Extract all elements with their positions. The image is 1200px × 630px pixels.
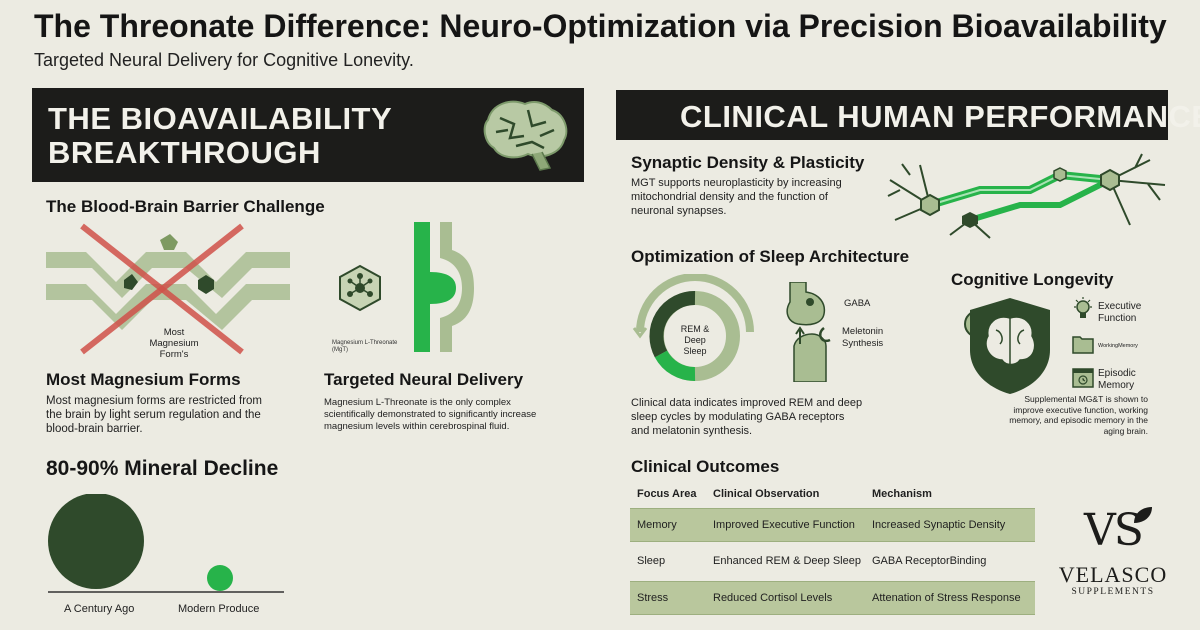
longevity-text: Supplemental MG&T is shown to improve ex…	[1009, 394, 1148, 436]
most-forms-text: Most magnesium forms are restricted from…	[46, 395, 263, 435]
longevity-heading: Cognitive Longevity	[951, 270, 1114, 289]
brand-monogram: VS	[1084, 505, 1144, 556]
table-row: Sleep Enhanced REM & Deep Sleep GABA Rec…	[630, 545, 1035, 579]
table-cell: Stress	[637, 592, 669, 604]
clinical-banner: CLINICAL HUMAN PERFORMANCE	[616, 90, 1200, 140]
table-cell: Improved Executive Function	[713, 519, 855, 531]
banner-line-1: THE BIOAVAILABILITY	[48, 101, 393, 136]
mgt-label: Magnesium L-Threonate (MgT)	[332, 340, 397, 354]
page-title: The Threonate Difference: Neuro-Optimiza…	[34, 8, 1167, 44]
bbb-heading: The Blood-Brain Barrier Challenge	[46, 197, 325, 216]
mgt-label-1: Magnesium L-Threonate	[332, 340, 398, 346]
table-cell: Reduced Cortisol Levels	[713, 592, 833, 604]
table-row: Stress Reduced Cortisol Levels Attenatio…	[630, 581, 1035, 615]
modern-produce-circle	[207, 565, 233, 591]
lightbulb-icon	[1074, 297, 1092, 318]
sleep-ring-label: REM & Deep Sleep	[672, 324, 718, 357]
meletonin-label: Meletonin Synthesis	[842, 326, 883, 350]
exec-label-1: Executive	[1098, 301, 1142, 312]
folder-icon	[1072, 336, 1094, 354]
brain-icon	[483, 100, 568, 171]
brand-tagline: SUPPLEMENTS	[1071, 587, 1155, 597]
most-forms-heading: Most Magnesium Forms	[46, 370, 241, 389]
table-cell: Enhanced REM & Deep Sleep	[713, 555, 861, 567]
table-cell: GABA ReceptorBinding	[872, 555, 987, 567]
synaptic-text: MGT supports neuroplasticity by increasi…	[631, 177, 842, 217]
modern-produce-label: Modern Produce	[178, 603, 260, 615]
episodic-label: Episodic Memory	[1098, 368, 1136, 392]
blocked-forms-label: Most Magnesium Form's	[144, 327, 204, 360]
sleep-ring-label-2: Deep Sleep	[683, 335, 707, 356]
shield-brain-icon	[964, 298, 1050, 394]
synapse-receptor-icon	[786, 282, 831, 382]
page-subtitle: Targeted Neural Delivery for Cognitive L…	[34, 50, 414, 70]
blocked-label-2: Magnesium	[149, 338, 199, 349]
brand-logo: VS VELASCO SUPPLEMENTS	[1050, 505, 1176, 597]
table-cell: Increased Synaptic Density	[872, 519, 1006, 531]
blocked-label-1: Most	[163, 327, 185, 338]
mineral-decline-chart	[48, 494, 284, 593]
exec-label-2: Function	[1098, 313, 1137, 324]
table-row: Memory Improved Executive Function Incre…	[630, 508, 1035, 542]
leaf-icon	[1134, 507, 1152, 523]
meletonin-label-1: Meletonin	[842, 326, 884, 337]
molecule-icon	[339, 264, 381, 312]
outcomes-col-mechanism: Mechanism	[872, 488, 932, 500]
table-cell: Attenation of Stress Response	[872, 592, 1021, 604]
sleep-ring-label-1: REM &	[680, 324, 710, 334]
table-cell: Sleep	[637, 555, 666, 567]
table-cell: Memory	[637, 519, 677, 531]
brand-name: VELASCO	[1058, 562, 1168, 587]
targeted-heading: Targeted Neural Delivery	[324, 370, 524, 389]
targeted-text: Magnesium L-Threonate is the only comple…	[324, 397, 537, 432]
working-memory-label: WorkingMemory	[1098, 343, 1138, 349]
episodic-label-1: Episodic	[1098, 368, 1136, 379]
meletonin-label-2: Synthesis	[842, 338, 884, 349]
sleep-ring-diagram	[632, 274, 754, 381]
blood-brain-barrier-diagram	[46, 223, 290, 362]
outcomes-col-focus: Focus Area	[637, 488, 697, 500]
synaptic-heading: Synaptic Density & Plasticity	[631, 153, 865, 172]
bioavailability-banner: THE BIOAVAILABILITY BREAKTHROUGH	[32, 88, 584, 182]
gaba-label: GABA	[844, 298, 871, 309]
clinical-banner-text: CLINICAL HUMAN PERFORMANCE	[680, 99, 1200, 134]
blocked-label-3: Form's	[159, 349, 189, 360]
exec-label: Executive Function	[1098, 301, 1141, 325]
calendar-clock-icon	[1072, 368, 1094, 388]
targeted-delivery-diagram	[414, 222, 474, 352]
decline-heading: 80-90% Mineral Decline	[46, 457, 279, 480]
sleep-heading: Optimization of Sleep Architecture	[631, 247, 910, 266]
outcomes-header-row: Focus Area Clinical Observation Mechanis…	[630, 484, 1035, 508]
banner-line-2: BREAKTHROUGH	[48, 135, 321, 170]
sleep-text: Clinical data indicates improved REM and…	[631, 397, 863, 437]
neuron-icon	[887, 153, 1166, 239]
century-ago-label: A Century Ago	[64, 603, 135, 615]
mgt-label-2: (MgT)	[332, 347, 348, 353]
century-ago-circle	[48, 494, 144, 589]
outcomes-col-observation: Clinical Observation	[713, 488, 820, 500]
episodic-label-2: Memory	[1098, 380, 1135, 391]
outcomes-heading: Clinical Outcomes	[631, 457, 780, 476]
